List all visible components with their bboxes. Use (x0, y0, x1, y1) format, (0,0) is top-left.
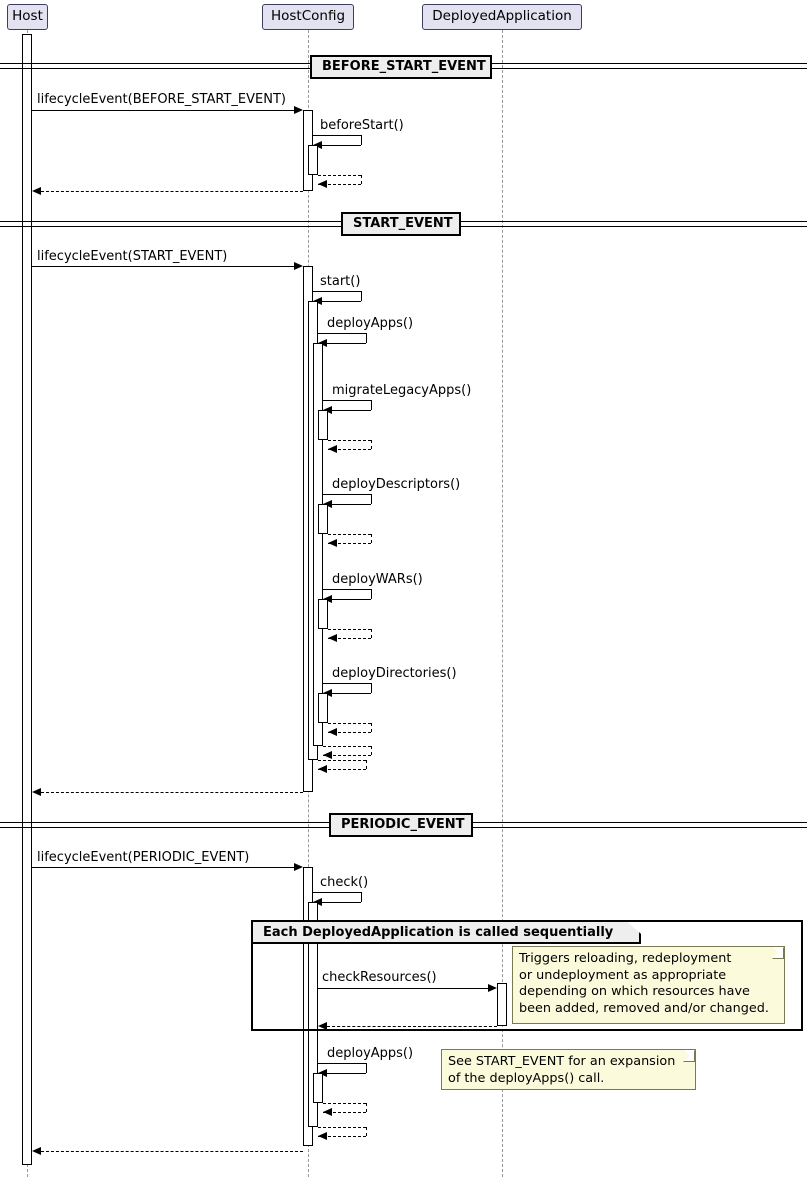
participant-host[interactable]: Host (7, 4, 48, 30)
message-label-check: check() (320, 875, 369, 890)
participant-deployedapplication[interactable]: DeployedApplication (422, 4, 582, 30)
activation-deploy-descriptors (318, 504, 328, 534)
message-label-lifecycle-start: lifecycleEvent(START_EVENT) (37, 249, 228, 264)
message-return-start-event (41, 792, 303, 793)
activation-hostconfig-deploy-apps (313, 343, 323, 746)
note-deploy-apps: See START_EVENT for an expansion of the … (441, 1049, 696, 1090)
activation-deployedapplication-check-resources (497, 983, 507, 1026)
divider-periodic: PERIODIC_EVENT (329, 813, 473, 837)
message-return-periodic-event (41, 1151, 303, 1152)
activation-hostconfig-before-start-nested (308, 145, 318, 175)
message-label-check-resources: checkResources() (322, 970, 437, 985)
arrowhead-return-deploy-directories (328, 727, 337, 736)
participant-hostconfig[interactable]: HostConfig (262, 4, 354, 30)
message-lifecycle-before-start (32, 110, 294, 111)
arrowhead-return-deploy-wars (328, 633, 337, 642)
arrowhead-return-before-start-event (32, 186, 41, 195)
activation-deploy-directories (318, 693, 328, 723)
message-label-migrate-legacy-apps: migrateLegacyApps() (332, 383, 472, 398)
arrowhead-lifecycle-before-start (294, 105, 303, 114)
message-label-before-start: beforeStart() (320, 118, 404, 133)
note-fold-corner-2 (684, 1050, 695, 1061)
arrowhead-deploy-apps-periodic (318, 1068, 327, 1077)
message-label-deploy-directories: deployDirectories() (332, 666, 457, 681)
arrowhead-deploy-wars (323, 594, 332, 603)
message-label-deploy-wars: deployWARs() (332, 572, 423, 587)
arrowhead-lifecycle-periodic (294, 862, 303, 871)
arrowhead-return-check (318, 1131, 327, 1140)
message-check-resources (318, 988, 488, 989)
arrowhead-check (313, 897, 322, 906)
message-label-start: start() (320, 274, 361, 289)
activation-host (22, 34, 32, 1165)
message-label-deploy-apps-periodic: deployApps() (327, 1046, 414, 1061)
arrowhead-return-periodic-event (32, 1146, 41, 1155)
message-return-before-start-event (41, 191, 303, 192)
arrowhead-return-start-event (32, 787, 41, 796)
arrowhead-return-deploy-apps (323, 750, 332, 759)
arrowhead-check-resources (488, 983, 497, 992)
arrowhead-return-deploy-apps-periodic (323, 1107, 332, 1116)
activation-hostconfig-check (308, 902, 318, 1127)
message-label-deploy-apps: deployApps() (327, 316, 414, 331)
arrowhead-before-start (313, 140, 322, 149)
arrowhead-lifecycle-start (294, 261, 303, 270)
activation-deploy-wars (318, 599, 328, 629)
lifeline-deployedapplication (502, 30, 503, 1177)
group-label-sequential: Each DeployedApplication is called seque… (253, 922, 641, 944)
message-lifecycle-start (32, 266, 294, 267)
note-check-resources: Triggers reloading, redeployment or unde… (512, 946, 785, 1024)
message-return-check-resources (327, 1026, 497, 1027)
divider-start: START_EVENT (341, 212, 461, 236)
arrowhead-migrate-legacy-apps (323, 405, 332, 414)
divider-before-start: BEFORE_START_EVENT (310, 55, 492, 79)
arrowhead-deploy-descriptors (323, 499, 332, 508)
message-label-deploy-descriptors: deployDescriptors() (332, 477, 461, 492)
group-sequential (251, 920, 803, 1031)
message-label-lifecycle-periodic: lifecycleEvent(PERIODIC_EVENT) (37, 850, 250, 865)
activation-migrate-legacy-apps (318, 410, 328, 440)
activation-deploy-apps-periodic (313, 1073, 323, 1103)
arrowhead-deploy-apps (318, 338, 327, 347)
arrowhead-start (313, 296, 322, 305)
message-label-lifecycle-before-start: lifecycleEvent(BEFORE_START_EVENT) (37, 92, 286, 107)
arrowhead-deploy-directories (323, 688, 332, 697)
arrowhead-return-before-start (318, 179, 327, 188)
arrowhead-return-deploy-descriptors (328, 538, 337, 547)
arrowhead-return-start (318, 764, 327, 773)
note-fold-corner (773, 947, 784, 958)
arrowhead-return-check-resources (318, 1021, 327, 1030)
arrowhead-return-migrate-legacy-apps (328, 444, 337, 453)
message-lifecycle-periodic (32, 867, 294, 868)
